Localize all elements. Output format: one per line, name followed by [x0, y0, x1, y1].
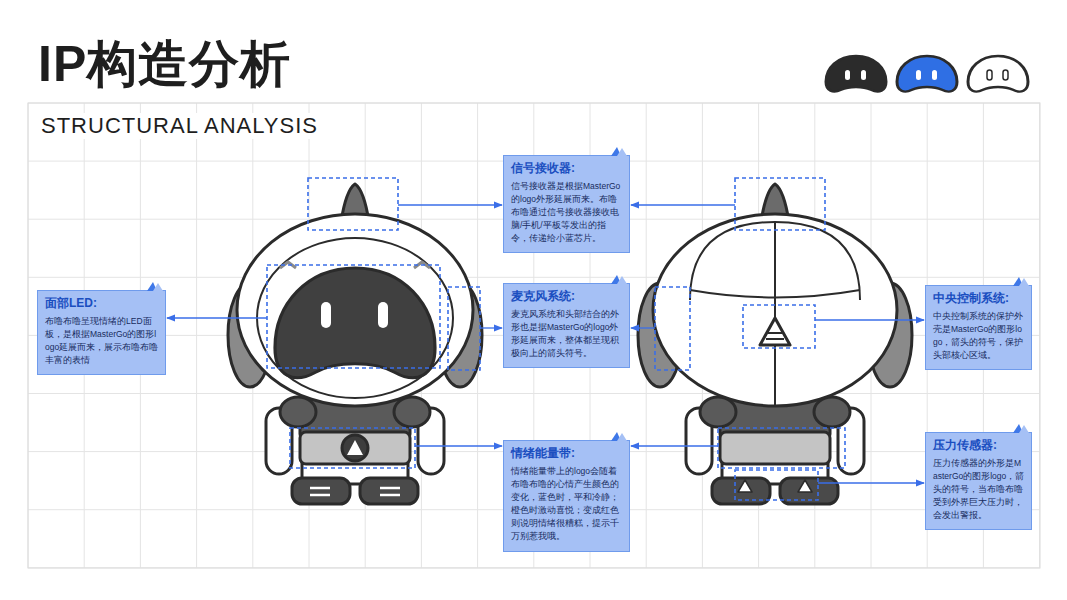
- highlight-boxes: [267, 178, 845, 500]
- callout-heading: 信号接收器:: [511, 161, 623, 177]
- callout-box: 面部LED: 布噜布噜呈现情绪的LED面板，是根据MasterGo的图形logo延…: [37, 290, 166, 375]
- callout-body: 中央控制系统的保护外壳是MasterGo的图形logo，箭头的符号，保护头部核心…: [933, 310, 1025, 363]
- grid-border: [28, 103, 1040, 568]
- grid-line: [28, 393, 1040, 394]
- callout-body: 情绪能量带上的logo会随着布噜布噜的心情产生颜色的变化，蓝色时，平和冷静；橙色…: [511, 465, 623, 544]
- robot-front: [228, 184, 482, 504]
- corner-tab: [1013, 277, 1029, 286]
- corner-tab: [147, 282, 163, 291]
- subtitle: STRUCTURAL ANALYSIS: [38, 113, 321, 139]
- callout-body: 压力传感器的外形是MasterGo的图形logo，箭头的符号，当布噜布噜受到外界…: [933, 457, 1025, 523]
- callout-heading: 面部LED:: [45, 296, 159, 312]
- callout-heading: 麦克风系统:: [511, 289, 623, 305]
- corner-tab: [611, 432, 627, 441]
- callout-box: 压力传感器: 压力传感器的外形是MasterGo的图形logo，箭头的符号，当布噜…: [925, 432, 1032, 530]
- callout-box: 中央控制系统: 中央控制系统的保护外壳是MasterGo的图形logo，箭头的符号…: [925, 285, 1032, 370]
- callout-body: 麦克风系统和头部结合的外形也是据MasterGo的logo外形延展而来，整体都呈…: [511, 308, 623, 361]
- callout-box: 麦克风系统: 麦克风系统和头部结合的外形也是据MasterGo的logo外形延展而…: [503, 283, 630, 368]
- callout-heading: 压力传感器:: [933, 438, 1025, 454]
- callout-box: 情绪能量带: 情绪能量带上的logo会随着布噜布噜的心情产生颜色的变化，蓝色时，平…: [503, 440, 630, 552]
- logo-icons: [826, 56, 1028, 92]
- callout-heading: 情绪能量带:: [511, 446, 623, 462]
- callout-body: 布噜布噜呈现情绪的LED面板，是根据MasterGo的图形logo延展而来，展示…: [45, 315, 159, 368]
- corner-tab: [611, 275, 627, 284]
- callout-body: 信号接收器是根据MasterGo的logo外形延展而来。布噜布噜通过信号接收器接…: [511, 180, 623, 246]
- callout-box: 信号接收器: 信号接收器是根据MasterGo的logo外形延展而来。布噜布噜通过…: [503, 155, 630, 253]
- robot-back: [638, 184, 912, 504]
- corner-tab: [611, 147, 627, 156]
- corner-tab: [1013, 424, 1029, 433]
- callout-heading: 中央控制系统:: [933, 291, 1025, 307]
- page-title: IP构造分析: [38, 38, 291, 91]
- grid-background: [28, 103, 1040, 568]
